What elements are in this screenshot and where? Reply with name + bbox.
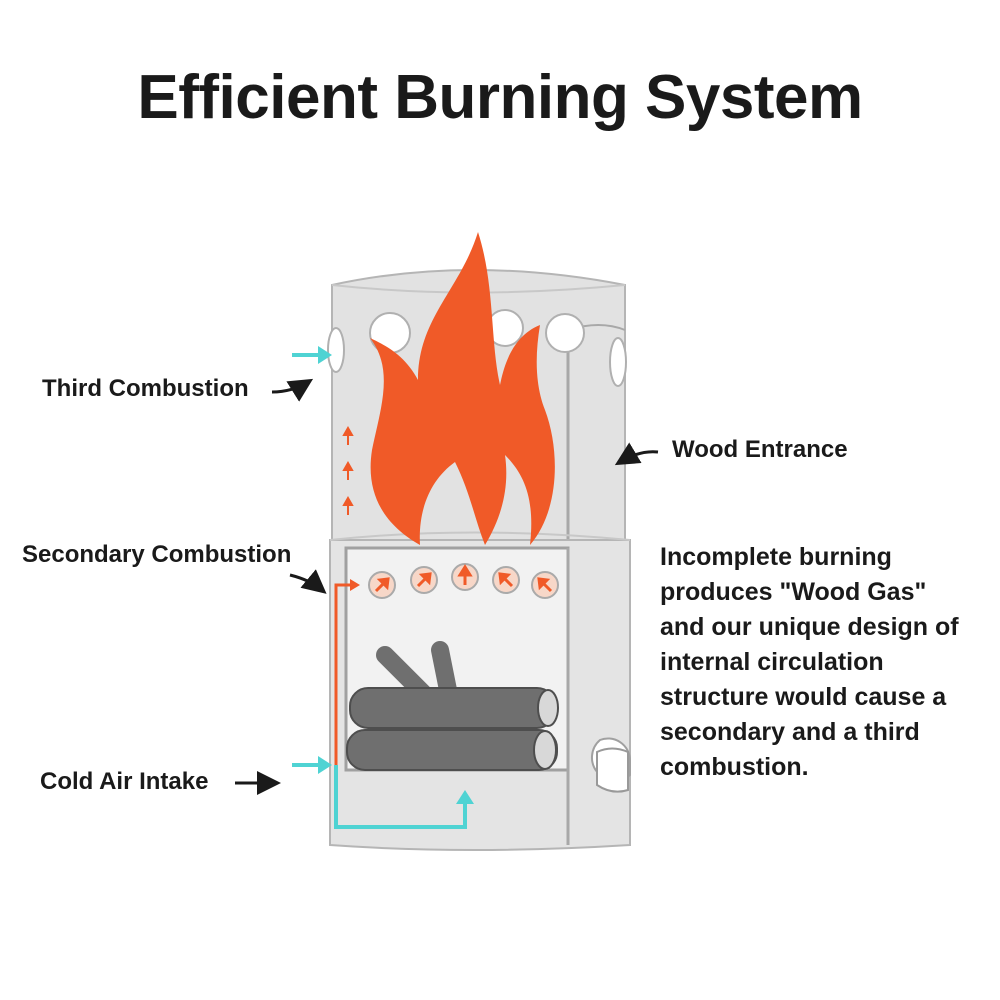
air-arrow-heads: [318, 346, 474, 804]
description-line: and our unique design of: [660, 613, 959, 641]
description-line: Incomplete burning: [660, 543, 892, 571]
label-cold-air-intake: Cold Air Intake: [40, 768, 209, 795]
description-line: internal circulation: [660, 648, 884, 676]
vent-hole-icon: [545, 313, 585, 353]
vent-hole-icon: [609, 337, 627, 387]
description-line: combustion.: [660, 753, 809, 781]
label-wood-entrance: Wood Entrance: [672, 436, 848, 463]
description-line: produces "Wood Gas": [660, 578, 927, 606]
rising-gas-arrows: [342, 425, 354, 515]
description-text: Incomplete burning produces "Wood Gas" a…: [660, 540, 990, 785]
air-flow-path: [292, 353, 467, 829]
description-line: structure would cause a: [660, 683, 947, 711]
flame-icon: [370, 232, 555, 545]
secondary-air-holes: [368, 563, 559, 599]
description-line: secondary and a third: [660, 718, 920, 746]
wood-logs-icon: [346, 641, 559, 771]
label-pointer-arrows: [235, 378, 659, 795]
label-third-combustion: Third Combustion: [42, 375, 249, 402]
vent-hole-icon: [327, 327, 345, 373]
label-secondary-combustion: Secondary Combustion: [22, 541, 292, 568]
internal-flow-path: [334, 583, 352, 765]
diagram-title: Efficient Burning System: [137, 63, 863, 132]
